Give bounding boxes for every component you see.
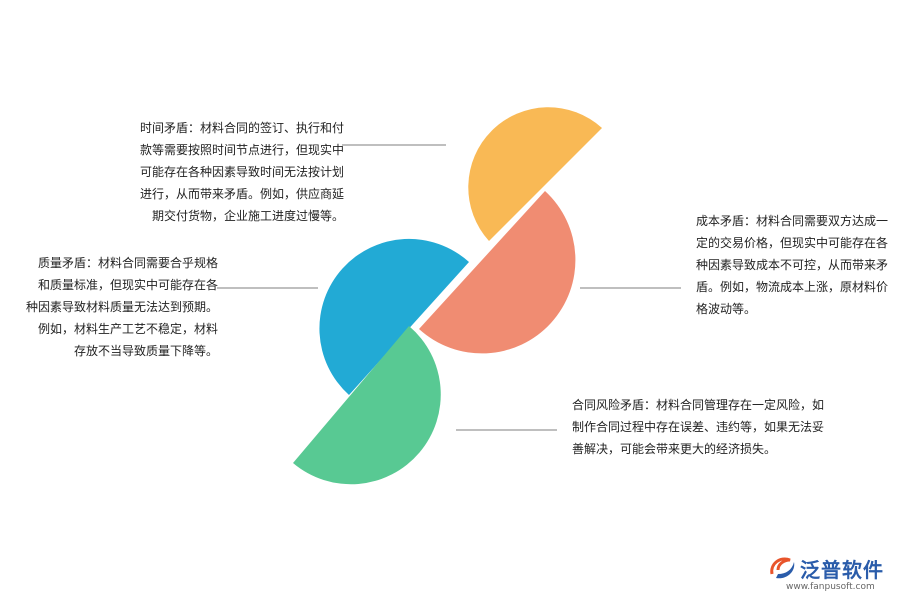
note-line: 种因素导致材料质量无法达到预期。: [25, 300, 218, 314]
note-line: 和质量标准，但现实中可能存在各: [37, 278, 218, 292]
note-quality: 质量矛盾：材料合同需要合乎规格 和质量标准，但现实中可能存在各 种因素导致材料质…: [26, 252, 218, 362]
note-line: 可能存在各种因素导致时间无法按计划: [139, 165, 344, 179]
brand-url: www.fanpusoft.com: [786, 582, 875, 592]
fanpu-logo-icon: [770, 557, 795, 579]
note-time: 时间矛盾：材料合同的签订、执行和付 款等需要按照时间节点进行，但现实中 可能存在…: [140, 117, 344, 227]
segment-blue: [319, 238, 469, 395]
note-line: 盾。例如，物流成本上涨，原材料价: [696, 280, 889, 294]
note-line: 制作合同过程中存在误差、违约等，如果无法妥: [572, 420, 825, 434]
segment-yellow: [468, 107, 602, 241]
brand-name: 泛普软件: [800, 558, 884, 582]
note-cost: 成本矛盾：材料合同需要双方达成一 定的交易价格，但现实中可能存在各 种因素导致成…: [696, 210, 888, 320]
note-line: 善解决，可能会带来更大的经济损失。: [572, 442, 777, 456]
note-line: 期交付货物，企业施工进度过慢等。: [151, 209, 344, 223]
segment-salmon: [419, 191, 576, 354]
note-line: 合同风险矛盾：材料合同管理存在一定风险，如: [572, 398, 825, 412]
note-line: 定的交易价格，但现实中可能存在各: [696, 236, 889, 250]
note-line: 格波动等。: [696, 302, 757, 316]
note-line: 种因素导致成本不可控，从而带来矛: [696, 258, 889, 272]
note-line: 存放不当导致质量下降等。: [73, 344, 218, 358]
segment-green: [293, 326, 441, 485]
note-line: 成本矛盾：材料合同需要双方达成一: [696, 214, 889, 228]
note-line: 款等需要按照时间节点进行，但现实中: [139, 143, 344, 157]
note-line: 质量矛盾：材料合同需要合乎规格: [37, 256, 218, 270]
fanpu-logo: 泛普软件 www.fanpusoft.com: [766, 552, 896, 596]
note-risk: 合同风险矛盾：材料合同管理存在一定风险，如 制作合同过程中存在误差、违约等，如果…: [572, 394, 824, 460]
note-line: 例如，材料生产工艺不稳定，材料: [37, 322, 218, 336]
note-line: 时间矛盾：材料合同的签订、执行和付: [139, 121, 344, 135]
note-line: 进行，从而带来矛盾。例如，供应商延: [139, 187, 344, 201]
